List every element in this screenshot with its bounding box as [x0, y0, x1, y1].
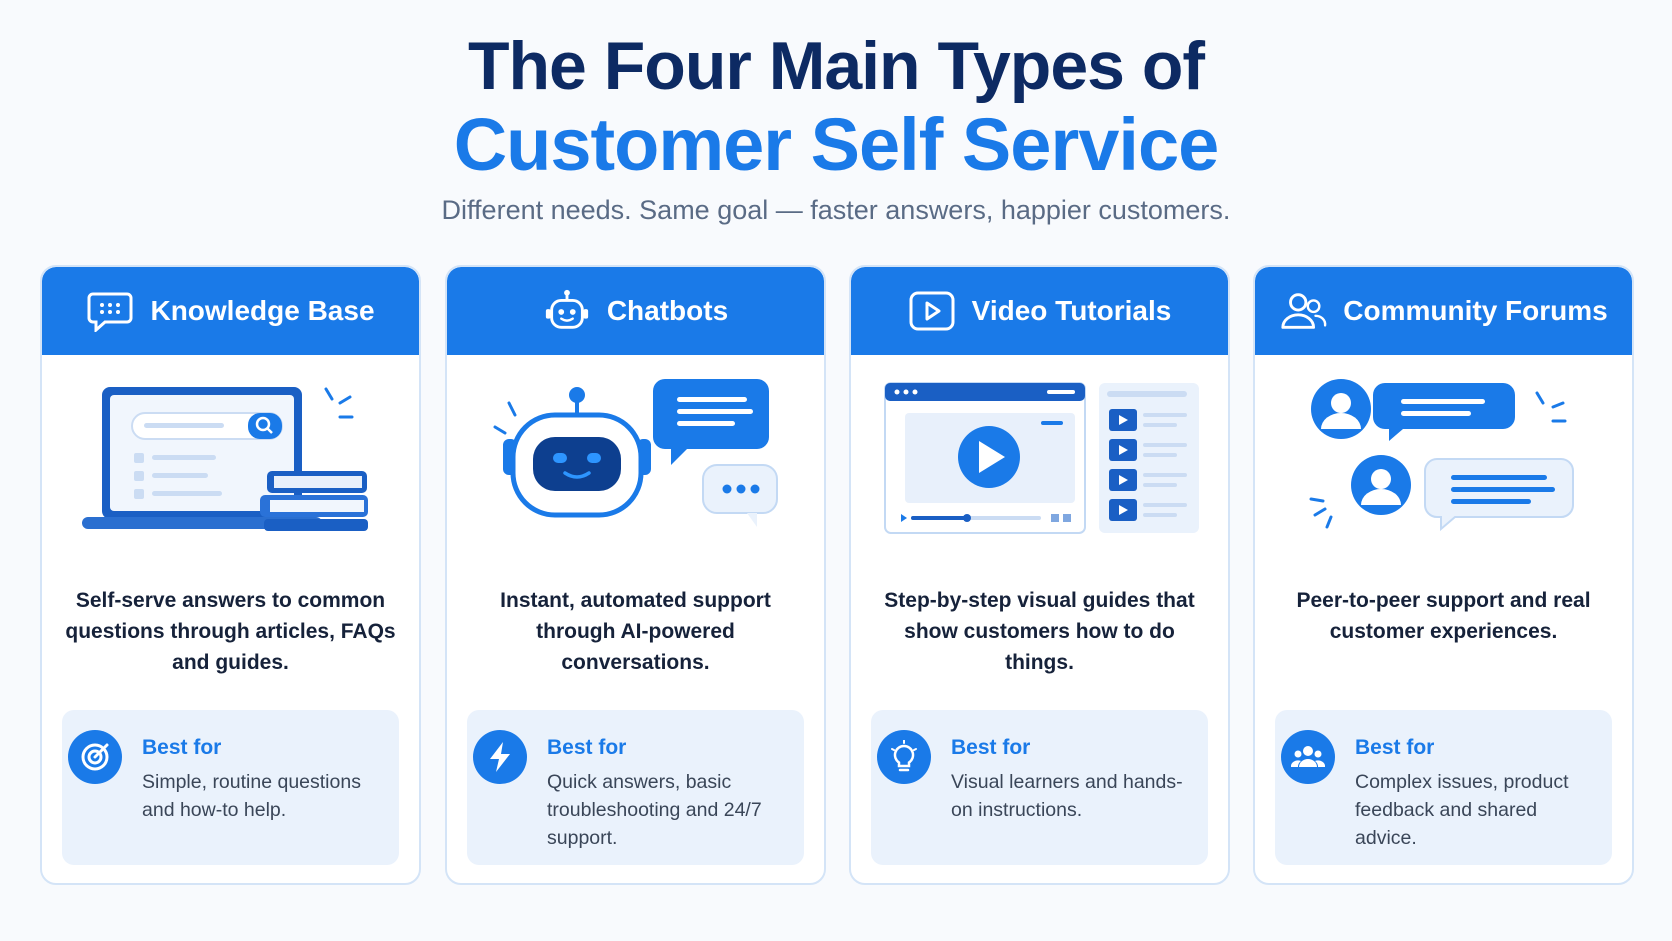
card-title: Community Forums [1343, 295, 1608, 326]
best-for-panel: Best for Complex issues, product feedbac… [1275, 710, 1612, 865]
lightbulb-icon [877, 730, 931, 784]
best-for-text: Simple, routine questions and how-to hel… [142, 771, 361, 821]
best-for-label: Best for [951, 736, 1031, 759]
best-for-text: Complex issues, product feedback and sha… [1355, 771, 1569, 849]
group-icon [1281, 730, 1335, 784]
card-description: Peer-to-peer support and real customer e… [1296, 589, 1591, 643]
best-for-label: Best for [142, 736, 222, 759]
best-for-panel: Best for Simple, routine questions and h… [62, 710, 399, 865]
card-title: Knowledge Base [150, 295, 375, 326]
best-for-panel: Best for Visual learners and hands-on in… [871, 710, 1208, 865]
chat-bubble-icon [86, 287, 134, 335]
card-description: Self-serve answers to common questions t… [65, 589, 396, 674]
best-for-text: Quick answers, basic troubleshooting and… [547, 771, 762, 849]
card-chatbots: Chatbots Instant, automated support thro… [445, 265, 826, 885]
best-for-text: Visual learners and hands-on instruction… [951, 771, 1183, 821]
robot-illustration [447, 379, 824, 554]
page-subtitle: Different needs. Same goal — faster answ… [441, 195, 1231, 225]
best-for-label: Best for [1355, 736, 1435, 759]
page-title-line-1: The Four Main Types of [467, 28, 1205, 104]
card-knowledge-base: Knowledge Base Self-serve answers to com… [40, 265, 421, 885]
card-header: Chatbots [447, 267, 824, 355]
users-icon [1279, 287, 1327, 335]
people-conversation-illustration [1255, 379, 1632, 554]
card-video-tutorials: Video Tutorials St [849, 265, 1230, 885]
card-header: Video Tutorials [851, 267, 1228, 355]
card-header: Knowledge Base [42, 267, 419, 355]
card-title: Video Tutorials [971, 295, 1172, 326]
robot-icon [543, 287, 591, 335]
card-description: Instant, automated support through AI-po… [500, 589, 771, 674]
card-description: Step-by-step visual guides that show cus… [884, 589, 1195, 674]
target-icon [68, 730, 122, 784]
best-for-panel: Best for Quick answers, basic troublesho… [467, 710, 804, 865]
laptop-illustration [42, 379, 419, 554]
card-header: Community Forums [1255, 267, 1632, 355]
play-icon [908, 287, 956, 335]
lightning-icon [473, 730, 527, 784]
best-for-label: Best for [547, 736, 627, 759]
card-community-forums: Community Forums Peer-to-peer support an… [1253, 265, 1634, 885]
video-player-illustration [851, 379, 1228, 554]
page-title-line-2: Customer Self Service [453, 103, 1220, 186]
card-title: Chatbots [606, 295, 729, 326]
